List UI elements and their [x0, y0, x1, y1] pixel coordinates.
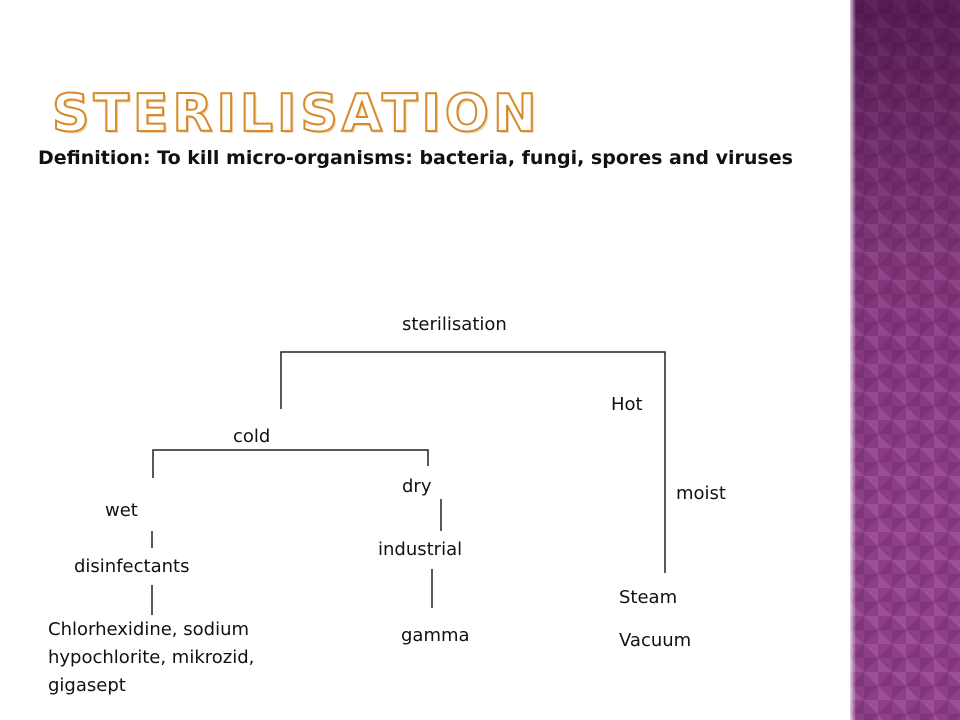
node-wet: wet: [105, 500, 138, 521]
node-industrial: industrial: [378, 539, 463, 560]
node-gamma: gamma: [401, 625, 470, 646]
node-vacuum: Vacuum: [619, 630, 692, 651]
node-cold: cold: [233, 426, 271, 447]
node-dry: dry: [402, 476, 432, 497]
slide-title: Sterilisation: [51, 84, 541, 144]
root-bracket: [280, 351, 666, 573]
node-chemicals: Chlorhexidine, sodium hypochlorite, mikr…: [48, 619, 255, 696]
decorative-side-panel: [850, 0, 960, 720]
node-hot: Hot: [611, 394, 643, 415]
node-sterilisation: sterilisation: [402, 314, 507, 335]
tree-connectors: [151, 351, 666, 615]
node-moist: moist: [676, 483, 726, 504]
definition-text: Definition: To kill micro-organisms: bac…: [38, 147, 793, 169]
cold-bracket: [152, 449, 429, 478]
node-disinfectants: disinfectants: [74, 556, 190, 577]
node-steam: Steam: [619, 587, 678, 608]
